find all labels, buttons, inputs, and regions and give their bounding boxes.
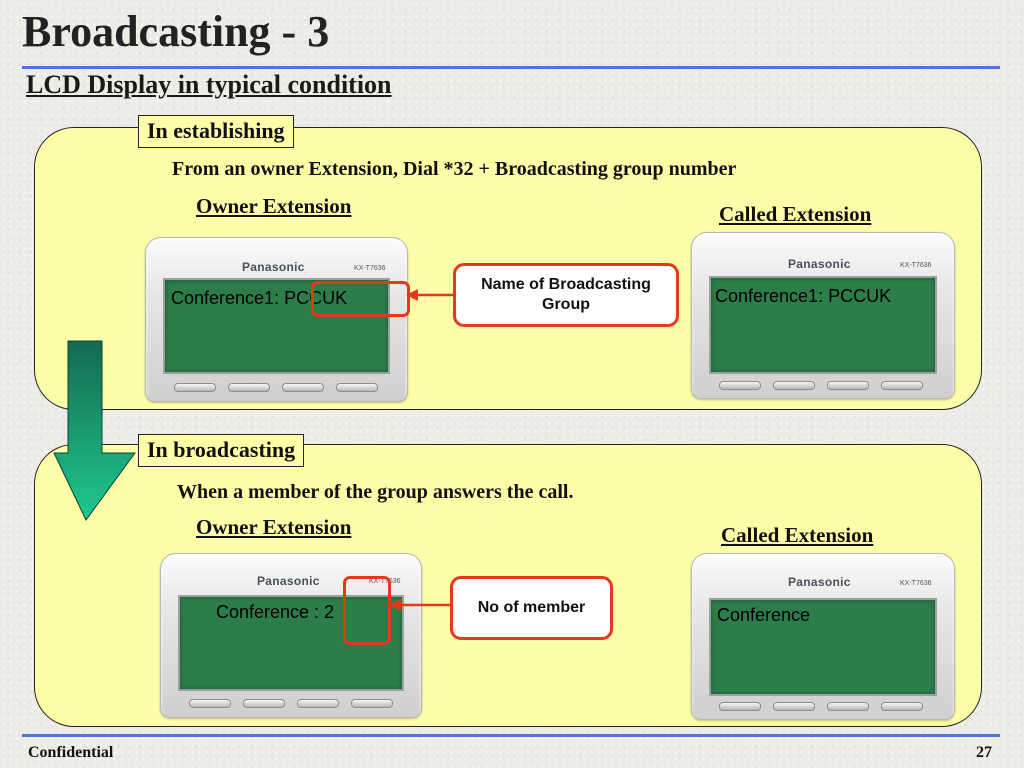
soft-key (243, 699, 285, 708)
soft-key (881, 702, 923, 711)
left-arrow-icon (406, 289, 457, 301)
phone-model: KX-T7636 (354, 265, 386, 272)
establishing-called-label: Called Extension (719, 202, 872, 226)
soft-key (881, 381, 923, 390)
soft-key (174, 383, 216, 392)
soft-key (719, 381, 761, 390)
phone-brand: Panasonic (242, 260, 305, 274)
soft-key (351, 699, 393, 708)
header-rule (22, 66, 1000, 69)
footer-rule (22, 734, 1000, 737)
footer-confidential: Confidential (28, 744, 114, 761)
called-lcd-establishing: Conference1: PCCUK (709, 276, 937, 374)
called-phone-establishing: Panasonic KX-T7636 Conference1: PCCUK (691, 232, 955, 399)
soft-key (773, 702, 815, 711)
called-lcd-text: Conference1: PCCUK (715, 286, 892, 306)
member-count-highlight (343, 576, 391, 645)
owner-phone-establishing: Panasonic KX-T7636 Conference1: PCCUK (145, 237, 408, 402)
phone-brand: Panasonic (257, 574, 320, 588)
phone-brand: Panasonic (788, 575, 851, 589)
down-arrow-icon (53, 340, 136, 521)
slide-subtitle: LCD Display in typical condition (26, 70, 392, 99)
establishing-owner-label: Owner Extension (196, 194, 352, 218)
broadcasting-instruction: When a member of the group answers the c… (177, 481, 574, 503)
member-count-callout: No of member (450, 576, 613, 640)
broadcasting-called-label: Called Extension (721, 523, 874, 547)
slide-title: Broadcasting - 3 (22, 7, 330, 56)
soft-key (773, 381, 815, 390)
owner-lcd-establishing: Conference1: PCCUK (163, 278, 390, 374)
group-name-highlight (311, 281, 410, 317)
page-number: 27 (976, 744, 992, 761)
soft-key (719, 702, 761, 711)
phone-model: KX-T7636 (900, 262, 932, 269)
called-lcd-broadcasting: Conference (709, 598, 937, 696)
broadcasting-owner-label: Owner Extension (196, 515, 352, 539)
establishing-tag: In establishing (138, 115, 294, 148)
left-arrow-icon (389, 599, 453, 611)
called-lcd-text: Conference (717, 605, 811, 625)
soft-key (189, 699, 231, 708)
group-name-callout: Name of Broadcasting Group (453, 263, 679, 327)
soft-key (282, 383, 324, 392)
soft-key (827, 702, 869, 711)
called-phone-broadcasting: Panasonic KX-T7636 Conference (691, 553, 955, 720)
owner-lcd-text: Conference1: PCCUK (171, 288, 348, 308)
soft-key (228, 383, 270, 392)
soft-key (827, 381, 869, 390)
owner-lcd-text: Conference : 2 (216, 602, 335, 622)
establishing-instruction: From an owner Extension, Dial *32 + Broa… (172, 158, 737, 180)
phone-brand: Panasonic (788, 257, 851, 271)
soft-key (336, 383, 378, 392)
broadcasting-tag: In broadcasting (138, 434, 305, 467)
soft-key (297, 699, 339, 708)
phone-model: KX-T7636 (900, 580, 932, 587)
